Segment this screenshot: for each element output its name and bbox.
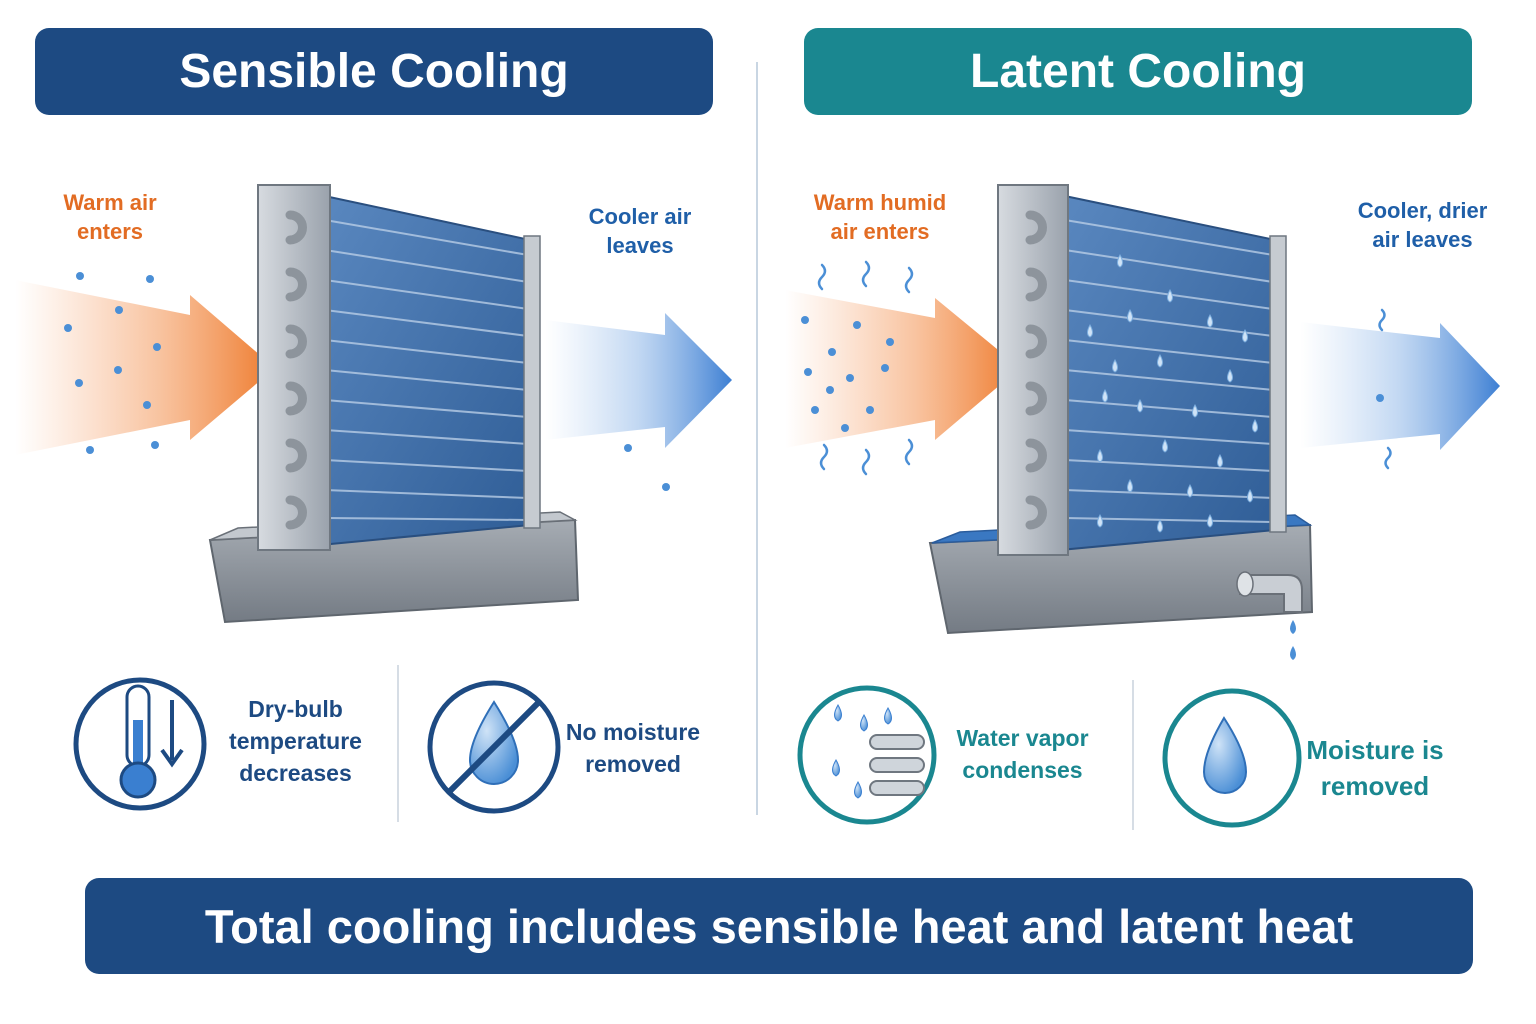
sensible-outlet-label: Cooler air leaves xyxy=(588,204,692,258)
evaporator-coil xyxy=(319,193,531,547)
sensible-inlet-label: Warm air enters xyxy=(63,190,157,244)
feature-condenses-text: Water vapor condenses xyxy=(956,725,1089,783)
latent-inlet-label: Warm humid air enters xyxy=(813,190,947,244)
sensible-cooling-title: Sensible Cooling xyxy=(35,28,713,115)
drain-pipe xyxy=(1239,574,1303,613)
condensation-droplets xyxy=(1087,253,1258,533)
drip-drop xyxy=(1290,620,1296,634)
water-drop-icon xyxy=(1162,688,1302,828)
no-water-icon xyxy=(427,680,561,814)
coil-frame xyxy=(257,184,331,551)
feature-dry-bulb-text: Dry-bulb temperature decreases xyxy=(229,696,362,786)
feature-no-moisture-text: No moisture removed xyxy=(565,719,701,777)
feature-moisture-removed-text: Moisture is removed xyxy=(1306,735,1444,801)
latent-cooling-title: Latent Cooling xyxy=(804,28,1472,115)
warm-air-arrow xyxy=(15,280,275,455)
return-bends-wet xyxy=(1025,210,1047,530)
total-cooling-footer: Total cooling includes sensible heat and… xyxy=(85,878,1473,974)
cool-dry-air-arrow xyxy=(1300,322,1500,450)
cool-air-arrow xyxy=(545,313,732,448)
latent-outlet-label: Cooler, drier air leaves xyxy=(1357,198,1488,252)
return-bends xyxy=(285,210,307,530)
coil-frame-wet xyxy=(997,184,1069,556)
condensation-icon xyxy=(797,685,937,825)
moisture-particles-right xyxy=(801,316,1384,432)
vapor-squiggles xyxy=(817,260,1392,476)
warm-humid-air-arrow xyxy=(785,290,1020,448)
thermometer-down-icon xyxy=(73,677,207,811)
moisture-particles-left xyxy=(64,272,670,491)
